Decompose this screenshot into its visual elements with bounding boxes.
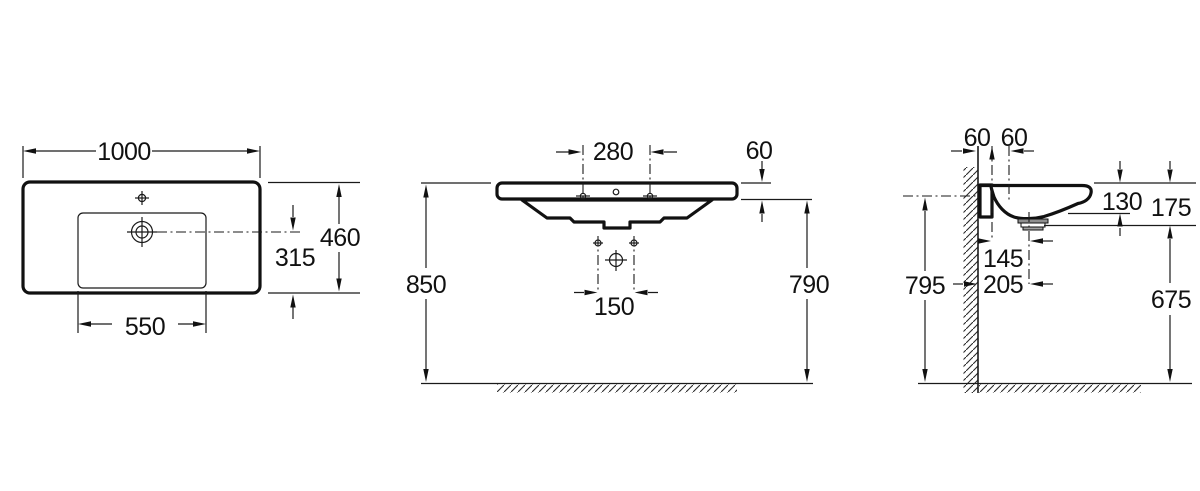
fixing-hole-centerlines <box>597 236 635 292</box>
dim-label-795: 795 <box>905 272 945 300</box>
dim-height-790: 790 <box>789 200 830 382</box>
floor-side <box>918 382 1192 393</box>
dim-tap-spacing-280: 280 <box>556 138 677 166</box>
front-view: 280 60 850 790 150 <box>406 137 830 393</box>
basin-profile-side <box>980 183 1093 221</box>
drain-fitting-side <box>1017 218 1049 231</box>
dim-height-850: 850 <box>406 182 491 382</box>
tap-hole-centerlines <box>582 145 651 201</box>
basin-underside-front <box>520 198 714 230</box>
side-view: 60 60 130 175 145 205 <box>903 124 1196 393</box>
rim-fixing-holes <box>576 192 657 200</box>
overflow-hole-front <box>612 188 620 196</box>
dim-label-145: 145 <box>983 245 1023 273</box>
dim-label-150: 150 <box>594 293 634 321</box>
dim-label-130: 130 <box>1102 188 1142 216</box>
top-view: 1000 460 315 550 <box>21 138 361 341</box>
dim-width-1000: 1000 <box>22 138 261 178</box>
drain-symbol <box>605 250 627 271</box>
dim-tap-setback-315: 315 <box>275 205 316 319</box>
dim-bowl-width-550: 550 <box>77 291 207 341</box>
dim-label-1000: 1000 <box>97 138 151 166</box>
dim-label-550: 550 <box>125 313 165 341</box>
dim-rim-height-60: 60 <box>741 137 812 222</box>
dim-label-460: 460 <box>320 224 360 252</box>
dim-drain-height-675: 675 <box>1151 239 1192 382</box>
dim-depth-460: 460 <box>268 181 361 294</box>
bowl-outline-top <box>77 212 207 289</box>
dim-label-175: 175 <box>1151 194 1191 222</box>
dim-label-790: 790 <box>789 271 829 299</box>
dim-label-60-wall: 60 <box>964 124 991 152</box>
lower-fixing-holes <box>593 239 639 247</box>
dim-drain-offsets: 145 205 <box>953 238 1053 299</box>
dim-label-205: 205 <box>983 271 1023 299</box>
dim-label-60-tap: 60 <box>1001 124 1028 152</box>
tap-hole-symbol <box>127 217 157 247</box>
floor-front <box>421 382 813 393</box>
dim-fixing-height-795: 795 <box>905 197 946 382</box>
dim-label-675: 675 <box>1151 286 1191 314</box>
dim-wall-offsets-60-60: 60 60 <box>951 124 1034 160</box>
wall-section <box>963 146 979 393</box>
overflow-hole-symbol <box>135 191 149 205</box>
dim-label-60-front: 60 <box>746 137 773 165</box>
dim-label-280: 280 <box>593 138 633 166</box>
basin-rim-front <box>495 181 739 201</box>
dim-label-850: 850 <box>406 271 446 299</box>
dim-label-315: 315 <box>275 244 315 272</box>
dim-rim-depths: 130 175 <box>1044 161 1196 239</box>
dim-fixing-spacing-150: 150 <box>574 289 658 321</box>
